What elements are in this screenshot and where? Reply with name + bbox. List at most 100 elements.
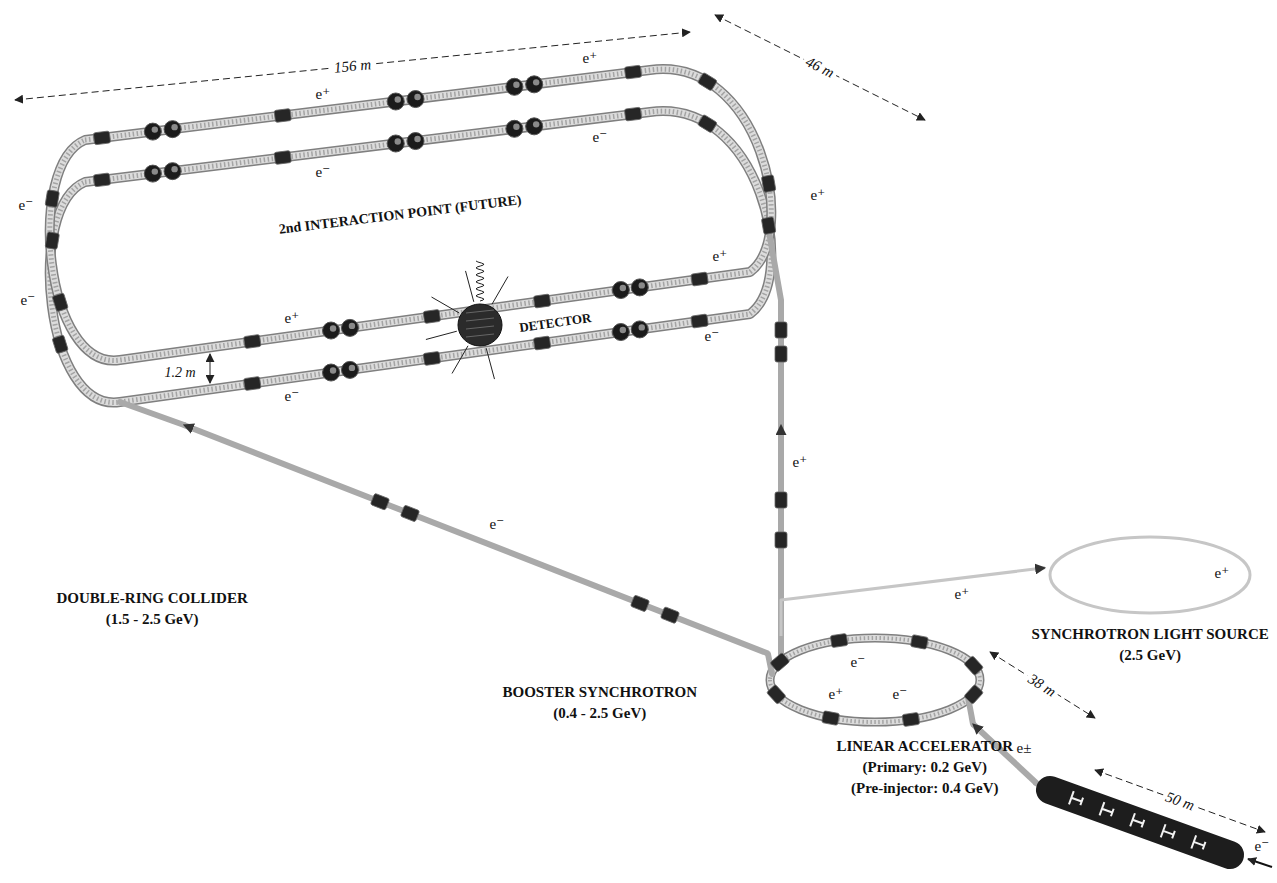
label-holder: e⁺: [713, 248, 728, 265]
beam-particle-label: e⁻: [490, 516, 505, 533]
quadrupole-magnet: [624, 107, 641, 121]
booster-ring: BOOSTER SYNCHROTRON(0.4 - 2.5 GeV): [768, 636, 984, 724]
quadrupole-magnet: [45, 232, 59, 250]
dimension-line: [210, 354, 211, 383]
quadrupole-magnet: [761, 217, 776, 235]
light-source-ring-line: [1050, 537, 1250, 613]
label-holder: e⁻: [893, 686, 908, 703]
particle-label: e⁻: [1255, 838, 1270, 855]
linear-accelerator: LINEAR ACCELERATOR(Primary: 0.2 GeV)(Pre…: [1036, 776, 1244, 869]
collider-ring: DOUBLE-RING COLLIDER(1.5 - 2.5 GeV)DETEC…: [15, 45, 805, 425]
quadrupole-magnet: [761, 175, 776, 193]
energy-range: (2.5 GeV): [1032, 645, 1269, 666]
energy-range: (1.5 - 2.5 GeV): [57, 609, 248, 630]
dimension-label: 38 m: [1022, 668, 1061, 701]
quadrupole-magnet: [274, 109, 291, 123]
dipole-magnet: [152, 168, 158, 174]
dipole-magnet: [533, 79, 539, 85]
accelerating-cavity: [1069, 791, 1084, 808]
cavity-mark: [1100, 802, 1115, 819]
particle-label: e⁺: [829, 686, 844, 703]
dipole-magnet: [414, 94, 420, 100]
label-holder: e⁺: [583, 50, 598, 67]
quadrupole-magnet: [964, 656, 984, 676]
beam-particle-label: e⁺: [793, 454, 808, 471]
label-holder: 156 m: [330, 55, 375, 76]
quadrupole-magnet: [697, 72, 717, 91]
accelerating-cavity: [1191, 835, 1206, 852]
cavity-mark: [1191, 835, 1206, 852]
detector: DETECTOR: [455, 303, 505, 348]
dipole-magnet: [612, 324, 629, 341]
dimension-label: 156 m: [330, 55, 375, 76]
booster-ring-tube: [770, 638, 980, 722]
beam-line-stub: [120, 402, 184, 425]
dipole-magnet: [171, 166, 177, 172]
node-caption: DETECTOR: [518, 309, 593, 337]
dipole-magnet: [341, 319, 358, 336]
label-holder: e⁺: [955, 586, 970, 603]
dipole-magnet: [341, 361, 358, 378]
particle-track: [486, 348, 494, 379]
dimension-label: 1.2 m: [165, 365, 196, 381]
quadrupole-magnet: [400, 505, 419, 522]
label-holder: e⁻: [851, 654, 866, 671]
machine-name: LINEAR ACCELERATOR: [837, 736, 1014, 757]
quadrupole-magnet: [910, 635, 928, 650]
accelerating-cavity: [1130, 813, 1145, 830]
accelerating-cavity: [1161, 824, 1176, 841]
quadrupole-magnet: [423, 351, 441, 365]
detector-hatching: [466, 334, 494, 337]
machine-name: DOUBLE-RING COLLIDER: [57, 588, 248, 609]
dipole-magnet: [144, 165, 161, 182]
dipole-magnet: [526, 76, 543, 93]
label-holder: e⁻: [21, 292, 36, 309]
incoming-beam-arrow: [1248, 859, 1272, 867]
positron-ring: [50, 69, 771, 360]
particle-label: e⁻: [893, 686, 908, 703]
particle-label: e⁻: [593, 129, 608, 146]
beam-transfer-line: [781, 568, 1045, 636]
dimension-lines: [15, 15, 1265, 832]
detector-hatching: [466, 310, 494, 313]
dipole-magnet: [395, 138, 401, 144]
quadrupole-magnet: [244, 334, 262, 348]
booster-ring-tube: [770, 638, 980, 722]
dipole-magnet: [526, 118, 543, 135]
dipole-magnet: [152, 126, 158, 132]
particle-label: e⁻: [19, 197, 34, 214]
particle-label: e⁻: [21, 292, 36, 309]
quadrupole-magnet: [697, 114, 717, 133]
quadrupole-magnet: [660, 607, 679, 624]
dipole-magnet: [323, 322, 340, 339]
dipole-magnet: [407, 133, 424, 150]
dipole-magnet: [164, 163, 181, 180]
label-holder: e⁻: [285, 388, 300, 405]
particle-label: e⁻: [285, 388, 300, 405]
label-holder: e±: [1017, 740, 1032, 757]
photon-track: [476, 261, 484, 301]
quadrupole-magnet: [52, 293, 68, 312]
quadrupole-magnet: [964, 684, 984, 704]
quadrupole-magnet: [244, 376, 262, 390]
label-holder: e⁺: [811, 187, 826, 204]
quadrupole-magnet: [423, 309, 441, 323]
detector-hatching: [466, 318, 494, 321]
dipole-magnet: [330, 367, 336, 373]
dipole-magnet: [164, 121, 181, 138]
particle-label: e⁻: [316, 164, 331, 181]
dipole-magnet: [631, 321, 648, 338]
dimension-label: 50 m: [1160, 787, 1199, 815]
quadrupole-magnet: [775, 532, 787, 548]
energy-range: (Primary: 0.2 GeV): [837, 757, 1014, 778]
dipole-magnet: [513, 124, 519, 130]
dipole-magnet: [395, 96, 401, 102]
dipole-magnet: [620, 285, 626, 291]
label-holder: 2nd INTERACTION POINT (FUTURE): [278, 192, 523, 238]
quadrupole-magnet: [775, 322, 787, 338]
quadrupole-magnet: [93, 131, 110, 145]
dipole-magnet: [407, 91, 424, 108]
